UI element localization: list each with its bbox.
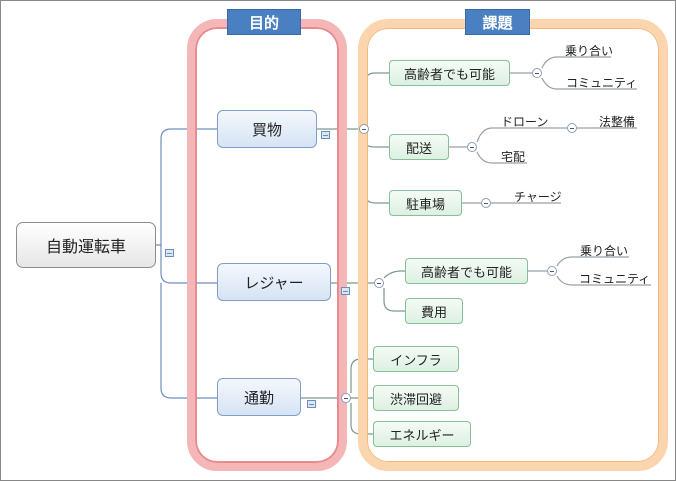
collapse-leisure-icon[interactable] (374, 278, 384, 288)
shopping-attachment-icon[interactable] (321, 131, 330, 139)
leaf-ride-share-1[interactable]: 乗り合い (565, 44, 614, 58)
purpose-node-shopping[interactable]: 買物 (217, 110, 317, 148)
leaf-community-2[interactable]: コミュニティ (579, 272, 651, 286)
connector-leisure-elderly (383, 270, 405, 279)
issue-node-leisure-elderly[interactable]: 高齢者でも可能 (405, 258, 528, 284)
purpose-heading: 目的 (227, 9, 301, 35)
collapse-elderly1-icon[interactable] (532, 68, 542, 78)
leaf-community-1[interactable]: コミュニティ (566, 76, 638, 90)
collapse-delivery-icon[interactable] (467, 142, 477, 152)
purpose-node-commute[interactable]: 通勤 (217, 378, 301, 416)
connector-home-delivery (476, 151, 527, 164)
issue-node-parking[interactable]: 駐車場 (389, 190, 462, 216)
collapse-elderly2-icon[interactable] (547, 266, 557, 276)
issue-node-infrastructure[interactable]: インフラ (373, 346, 459, 372)
connector-root-commute (160, 283, 217, 399)
purpose-node-leisure[interactable]: レジャー (217, 263, 331, 301)
issue-node-cost[interactable]: 費用 (405, 298, 463, 324)
leaf-charging[interactable]: チャージ (514, 190, 562, 204)
collapse-commute-icon[interactable] (341, 393, 351, 403)
leisure-attachment-icon[interactable] (341, 287, 350, 295)
leaf-home-delivery[interactable]: 宅配 (501, 150, 526, 164)
issue-node-congestion[interactable]: 渋滞回避 (373, 385, 459, 411)
connector-elderly2-a (556, 256, 629, 267)
leaf-drone[interactable]: ドローン (501, 115, 549, 129)
connector-elderly1-b (541, 77, 637, 90)
connector-root-shopping (156, 128, 217, 246)
issue-node-energy[interactable]: エネルギー (373, 421, 471, 447)
collapse-parking-icon[interactable] (481, 198, 491, 208)
commute-attachment-icon[interactable] (307, 400, 316, 408)
leaf-ride-share-2[interactable]: 乗り合い (580, 244, 629, 258)
connector-root-leisure (160, 245, 217, 284)
collapse-drone-icon[interactable] (567, 123, 577, 133)
connector-elderly2-b (556, 275, 651, 286)
issues-heading: 課題 (465, 9, 530, 35)
leaf-legislation[interactable]: 法整備 (599, 115, 636, 129)
connector-elderly1-a (541, 56, 611, 69)
connector-leisure-cost (383, 288, 405, 312)
issue-node-shopping-elderly[interactable]: 高齢者でも可能 (389, 60, 510, 86)
root-attachment-icon[interactable] (165, 249, 174, 257)
root-node[interactable]: 自動運転車 (16, 222, 156, 268)
collapse-shopping-icon[interactable] (359, 124, 369, 134)
issue-node-delivery[interactable]: 配送 (389, 134, 449, 160)
connector-drone (476, 127, 567, 143)
